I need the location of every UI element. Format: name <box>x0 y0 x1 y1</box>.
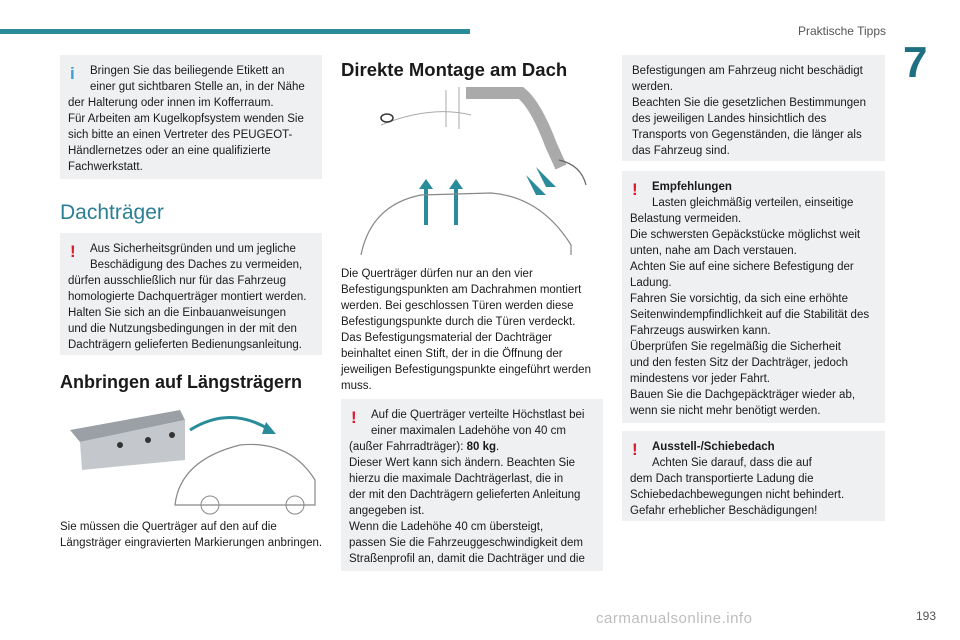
info-box-line: Händlernetzes oder an eine qualifizierte <box>68 145 271 157</box>
warning-icon: ! <box>351 408 357 427</box>
warning-box-line: einer maximalen Ladehöhe von 40 cm <box>371 425 566 437</box>
warning-box-line: wenn sie nicht mehr benötigt werden. <box>630 405 821 417</box>
warning-box-line: Halten Sie sich an die Einbauanweisungen <box>68 307 287 319</box>
warning-box-line: Belastung vermeiden. <box>630 213 742 225</box>
paragraph-line: Die Querträger dürfen nur an den vier <box>341 268 533 280</box>
chapter-number: 7 <box>903 38 928 87</box>
paragraph-line: jeweiligen Befestigungspunkte eingeführt… <box>341 364 591 376</box>
caption-line: Sie müssen die Querträger auf den auf di… <box>60 521 277 533</box>
warning-box-line: hierzu die maximale Dachträgerlast, die … <box>349 473 564 485</box>
warning-box-line: Fahren Sie vorsichtig, da sich eine erhö… <box>630 293 848 305</box>
empfehlungen-title: Empfehlungen <box>652 181 732 193</box>
warning-box-line: Dachträgern gelieferten Bedienungsanleit… <box>68 339 302 351</box>
warning-box-line: Schiebedachbewegungen nicht behindert. <box>630 489 845 501</box>
warning-box-line: Beschädigung des Daches zu vermeiden, <box>90 259 303 271</box>
paragraph-line: Das Befestigungsmaterial der Dachträger <box>341 332 552 344</box>
caption-laengstraeger: Sie müssen die Querträger auf den auf di… <box>60 519 325 551</box>
warning-icon: ! <box>632 180 638 199</box>
continued-line: des jeweiligen Landes hinsichtlich des <box>632 113 827 125</box>
warning-box-line: Aus Sicherheitsgründen und um jegliche <box>90 243 296 255</box>
roof-mount-illustration <box>360 87 587 256</box>
continued-line: Befestigungen am Fahrzeug nicht beschädi… <box>632 65 863 77</box>
roof-rail-illustration <box>70 410 316 515</box>
warning-box-line: der mit den Dachträgern gelieferten Anle… <box>349 489 581 501</box>
warning-box-empfehlungen: ! Empfehlungen Lasten gleichmäßig vertei… <box>622 171 885 423</box>
info-box-line: der Halterung oder innen im Kofferraum. <box>68 97 274 109</box>
warning-box-line: Gefahr erheblicher Beschädigungen! <box>630 505 818 517</box>
warning-box-line: unten, nahe am Dach verstauen. <box>630 245 797 257</box>
header-accent-bar <box>0 29 470 34</box>
warning-box: ! Aus Sicherheitsgründen und um jegliche… <box>60 233 322 355</box>
info-box-line: einer gut sichtbaren Stelle an, in der N… <box>90 81 305 93</box>
paragraph-direkte-montage: Die Querträger dürfen nur an den vier Be… <box>341 266 603 394</box>
load-prefix: (außer Fahrradträger): <box>349 441 467 453</box>
schiebedach-title: Ausstell-/Schiebedach <box>652 441 775 453</box>
max-load-value: 80 kg <box>466 441 497 453</box>
info-box-line: Bringen Sie das beiliegende Etikett an <box>90 65 285 77</box>
info-box: i Bringen Sie das beiliegende Etikett an… <box>60 55 322 179</box>
warning-box-title: Ausstell-/Schiebedach <box>630 439 875 455</box>
page-number: 193 <box>915 609 936 623</box>
section-title: Praktische Tipps <box>797 24 886 38</box>
info-icon: i <box>70 64 75 83</box>
warning-box-line: (außer Fahrradträger): 80 kg. <box>349 439 593 455</box>
continued-box: Befestigungen am Fahrzeug nicht beschädi… <box>622 55 885 161</box>
paragraph-line: muss. <box>341 380 372 392</box>
continued-line: Transports von Gegenständen, die länger … <box>632 129 862 141</box>
warning-box-line: dem Dach transportierte Ladung die <box>630 473 814 485</box>
warning-box-line: Die schwersten Gepäckstücke möglichst we… <box>630 229 861 241</box>
paragraph-line: werden. Bei geschlossen Türen werden die… <box>341 300 574 312</box>
paragraph-line: Befestigungspunkte durch die Türen verde… <box>341 316 576 328</box>
load-suffix: . <box>496 441 500 453</box>
warning-box-load: ! Auf die Querträger verteilte Höchstlas… <box>341 399 603 571</box>
warning-box-line: und den festen Sitz der Dachträger, jedo… <box>630 357 849 369</box>
warning-icon: ! <box>70 242 76 261</box>
warning-box-line: Auf die Querträger verteilte Höchstlast … <box>371 409 585 421</box>
warning-box-title: Empfehlungen <box>630 179 875 195</box>
paragraph-line: beinhaltet einen Stift, der in die Öffnu… <box>341 348 563 360</box>
warning-box-line: angegeben ist. <box>349 505 425 517</box>
continued-line: werden. <box>632 81 673 93</box>
warning-box-schiebedach: ! Ausstell-/Schiebedach Achten Sie darau… <box>622 431 885 521</box>
info-box-line: Für Arbeiten am Kugelkopfsystem wenden S… <box>68 113 304 125</box>
info-box-line: Fachwerkstatt. <box>68 161 143 173</box>
info-box-line: sich bitte an einen Vertreter des PEUGEO… <box>68 129 293 141</box>
heading-direkte-montage: Direkte Montage am Dach <box>341 59 568 80</box>
continued-line: Beachten Sie die gesetzlichen Bestimmung… <box>632 97 866 109</box>
warning-box-line: Bauen Sie die Dachgepäckträger wieder ab… <box>630 389 856 401</box>
paragraph-line: Befestigungspunkten am Dachrahmen montie… <box>341 284 582 296</box>
warning-box-line: Dieser Wert kann sich ändern. Beachten S… <box>349 457 576 469</box>
watermark: carmanualsonline.info <box>596 610 753 627</box>
warning-box-line: Fahrzeugs auswirken kann. <box>630 325 771 337</box>
warning-box-line: Achten Sie darauf, dass die auf <box>652 457 812 469</box>
warning-box-line: Straßenprofil an, damit die Dachträger u… <box>349 553 585 565</box>
warning-box-line: und die Nutzungsbedingungen in der mit d… <box>68 323 297 335</box>
warning-box-line: mindestens vor jeder Fahrt. <box>630 373 770 385</box>
warning-box-line: passen Sie die Fahrzeuggeschwindigkeit d… <box>349 537 583 549</box>
warning-box-line: Wenn die Ladehöhe 40 cm übersteigt, <box>349 521 544 533</box>
warning-box-line: Überprüfen Sie regelmäßig die Sicherheit <box>630 341 841 353</box>
warning-box-line: dürfen ausschließlich nur für das Fahrze… <box>68 275 286 287</box>
warning-icon: ! <box>632 440 638 459</box>
warning-box-line: Lasten gleichmäßig verteilen, einseitige <box>652 197 854 209</box>
caption-line: Längsträger eingravierten Markierungen a… <box>60 537 323 549</box>
warning-box-line: Ladung. <box>630 277 672 289</box>
warning-box-line: Seitenwindempfindlichkeit auf die Stabil… <box>630 309 870 321</box>
continued-line: das Fahrzeug sind. <box>632 145 730 157</box>
heading-laengstraeger: Anbringen auf Längsträgern <box>60 372 303 392</box>
warning-box-line: Achten Sie auf eine sichere Befestigung … <box>630 261 854 273</box>
warning-box-line: homologierte Dachquerträger montiert wer… <box>68 291 307 303</box>
heading-dachtraeger: Dachträger <box>60 201 164 224</box>
